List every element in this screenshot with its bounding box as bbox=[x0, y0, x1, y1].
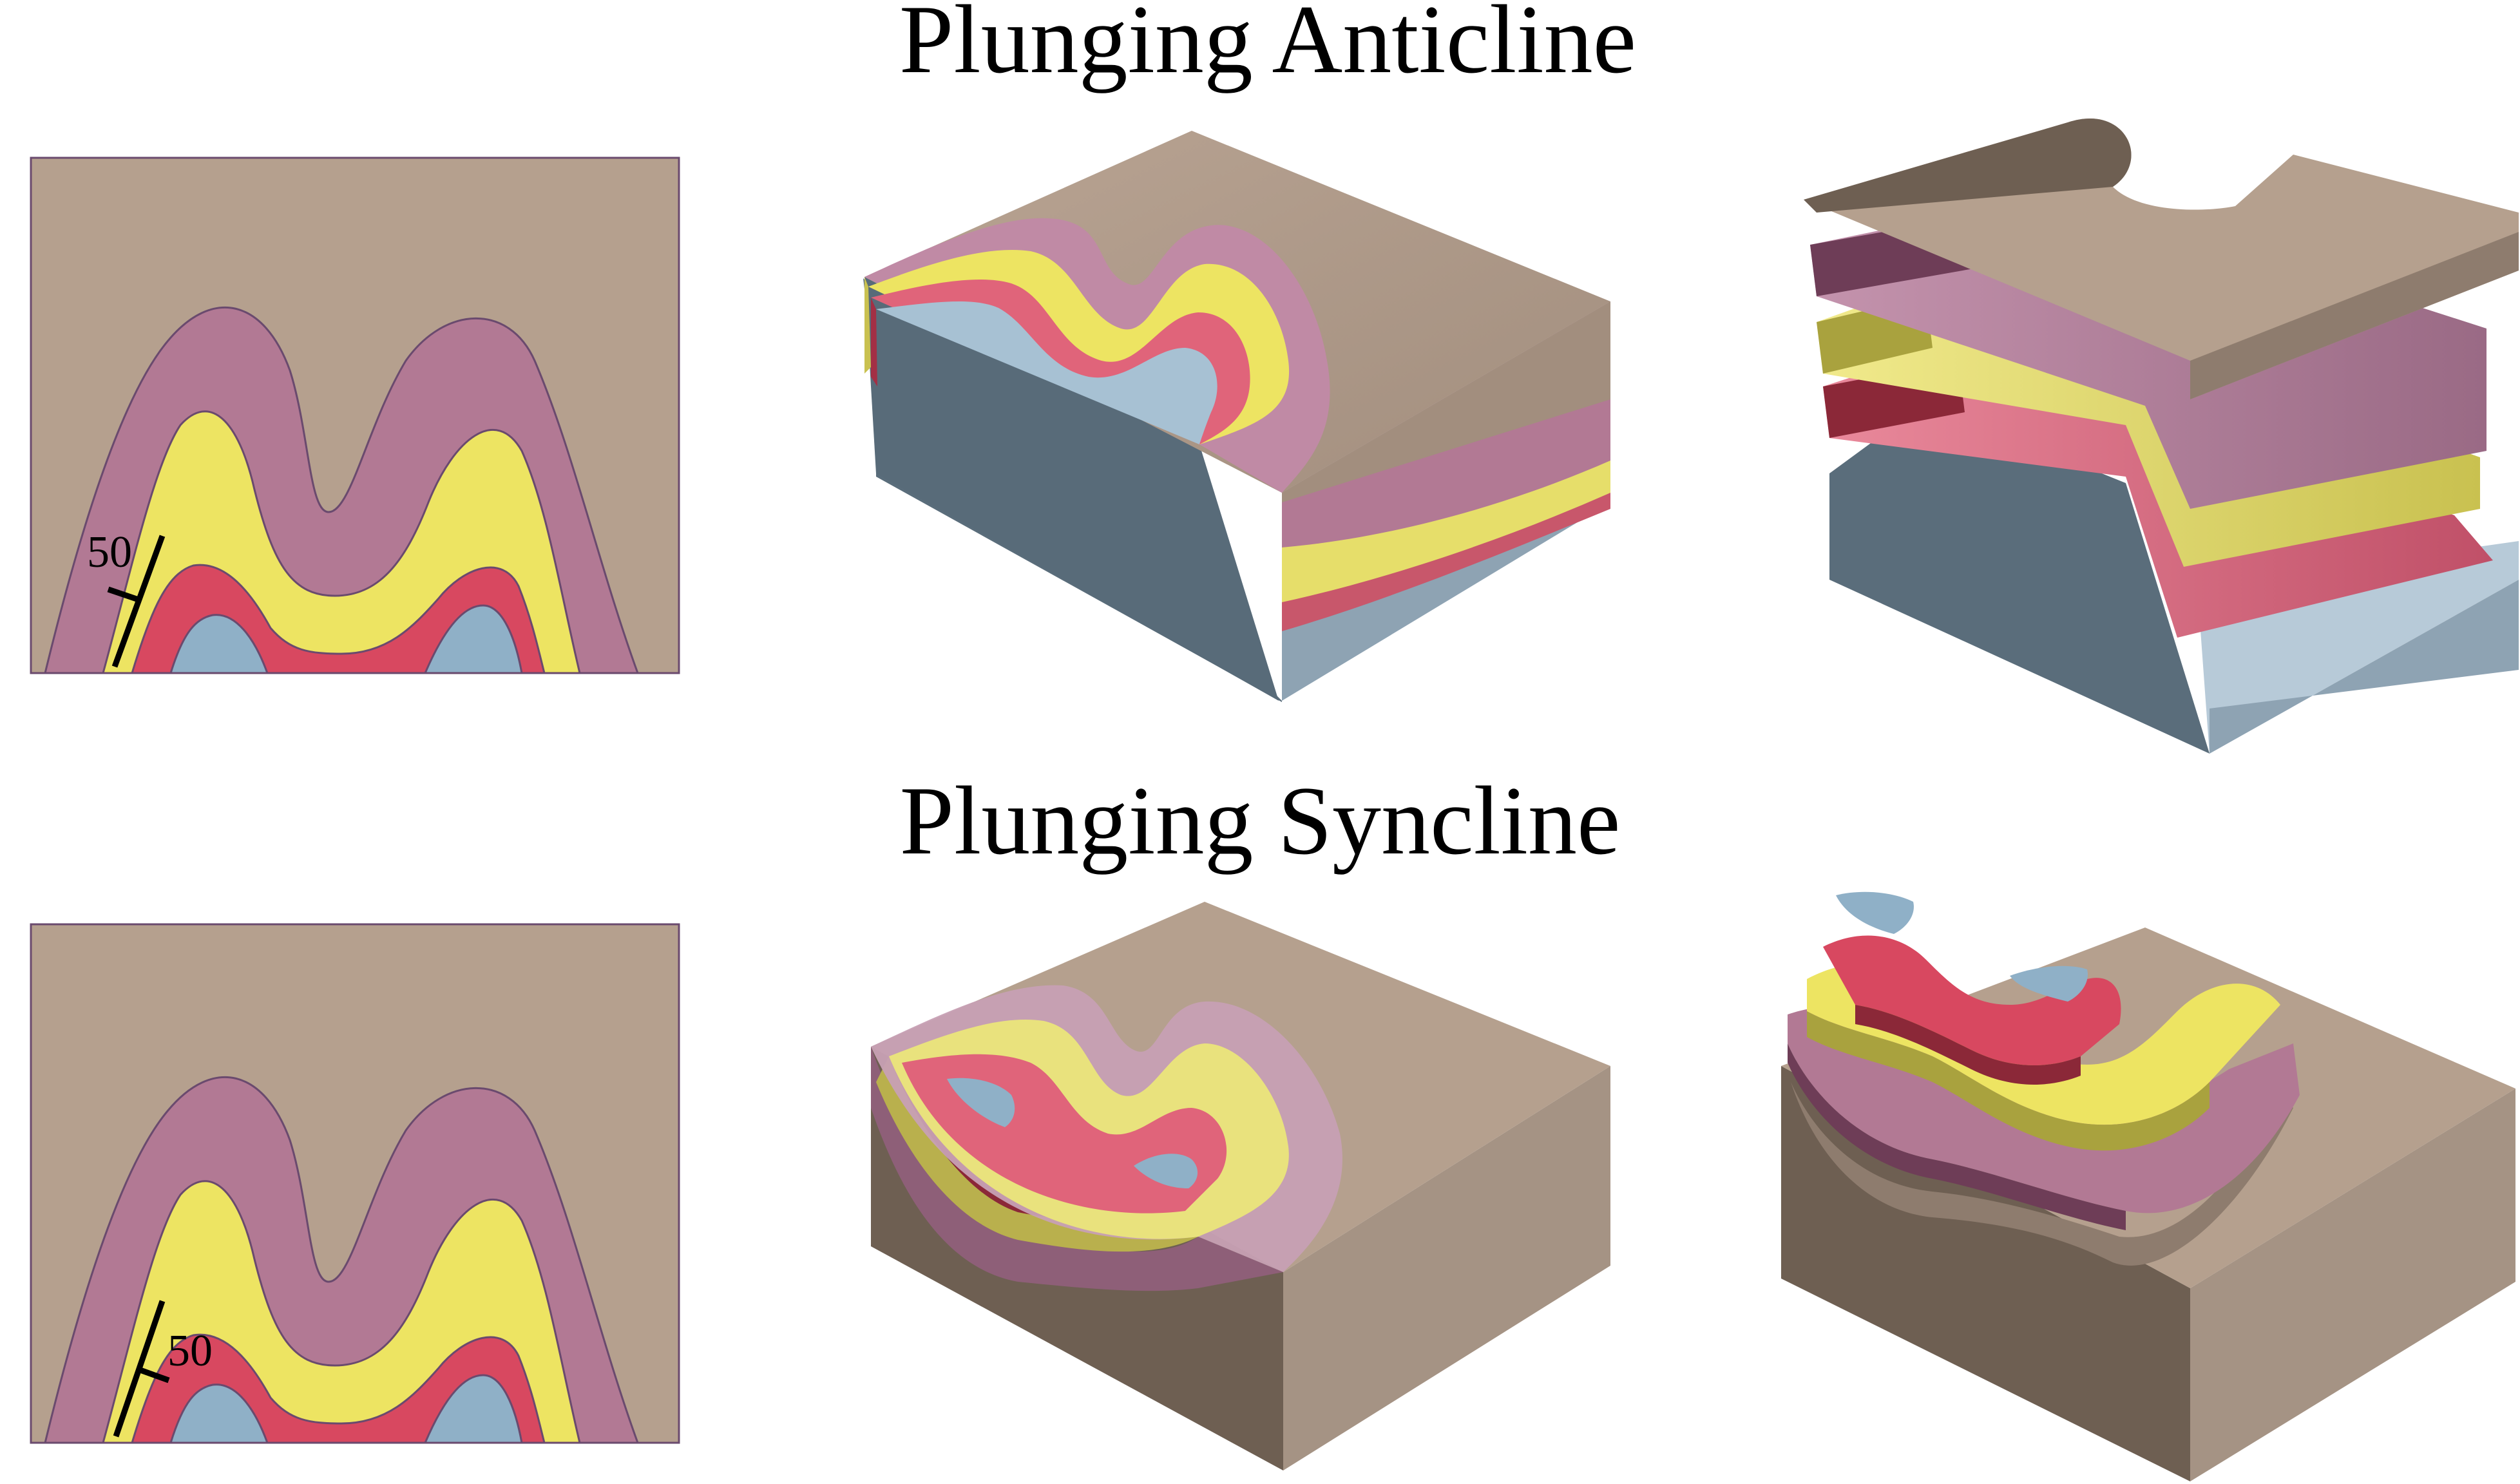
exploded-yellow-slab bbox=[1817, 280, 2480, 567]
strike-dip-symbol bbox=[113, 1300, 170, 1438]
exploded-yellow-slab-edge bbox=[1807, 1011, 2210, 1151]
dip-angle-label: 50 bbox=[87, 528, 132, 577]
syncline-geologic-map: 50 bbox=[30, 923, 680, 1444]
block-right-face bbox=[1283, 1066, 1610, 1470]
exploded-surface-slab-edge bbox=[2190, 232, 2519, 399]
left-edge-red bbox=[871, 298, 877, 386]
left-edge-yellow bbox=[864, 277, 871, 374]
exploded-base-trough bbox=[1791, 1082, 2293, 1266]
syncline-exploded-diagram bbox=[1781, 891, 2515, 1481]
syncline-block-diagram bbox=[871, 902, 1610, 1470]
anticline-block-diagram bbox=[863, 131, 1610, 702]
exploded-base-right bbox=[2190, 1089, 2515, 1481]
anticline-title: Plunging Anticline bbox=[899, 0, 1636, 93]
block-front-face-slate bbox=[864, 277, 1279, 701]
top-blue-outcrop-right bbox=[1134, 1154, 1198, 1188]
right-face-red-band bbox=[1282, 490, 1610, 631]
exploded-blue-cap-right bbox=[2010, 966, 2088, 1002]
front-mauve-band bbox=[871, 1047, 1283, 1291]
exploded-base-front bbox=[1781, 1066, 2190, 1481]
exploded-base-front bbox=[1829, 403, 2210, 754]
anticline-exploded-diagram bbox=[1804, 118, 2519, 754]
exploded-red-slab-edge bbox=[1855, 1005, 2081, 1085]
top-blue-outcrop-left bbox=[947, 1078, 1015, 1127]
front-yellow-band bbox=[876, 1056, 1198, 1252]
exploded-surface-fold-notch bbox=[1804, 118, 2132, 213]
top-blue-outcrop bbox=[876, 301, 1217, 444]
strike-dip-symbol bbox=[107, 535, 166, 668]
exploded-mauve-slab-edge bbox=[1788, 1043, 2126, 1230]
right-face-yellow-band bbox=[1282, 457, 1610, 602]
right-face-tan-top bbox=[1282, 301, 1610, 502]
exploded-base-right-lower bbox=[2210, 580, 2519, 754]
anticline-geologic-map: 50 bbox=[30, 157, 680, 674]
exploded-blue-cap-left bbox=[1836, 891, 1914, 934]
blue-layer bbox=[169, 604, 523, 674]
dip-angle-label: 50 bbox=[167, 1326, 213, 1376]
blue-layer bbox=[169, 1374, 523, 1444]
exploded-red-slab bbox=[1823, 935, 2121, 1065]
syncline-title: Plunging Syncline bbox=[900, 766, 1621, 875]
